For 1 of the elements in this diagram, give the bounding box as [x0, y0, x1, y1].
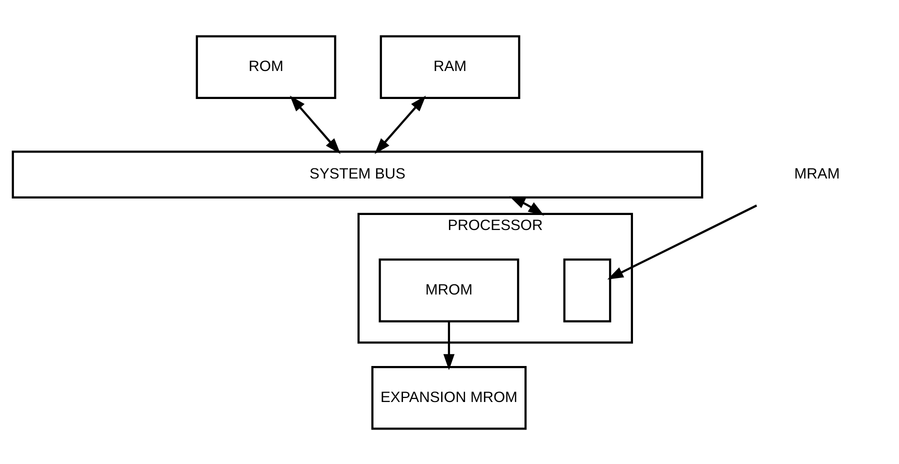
node-text: MRAM: [794, 166, 840, 182]
